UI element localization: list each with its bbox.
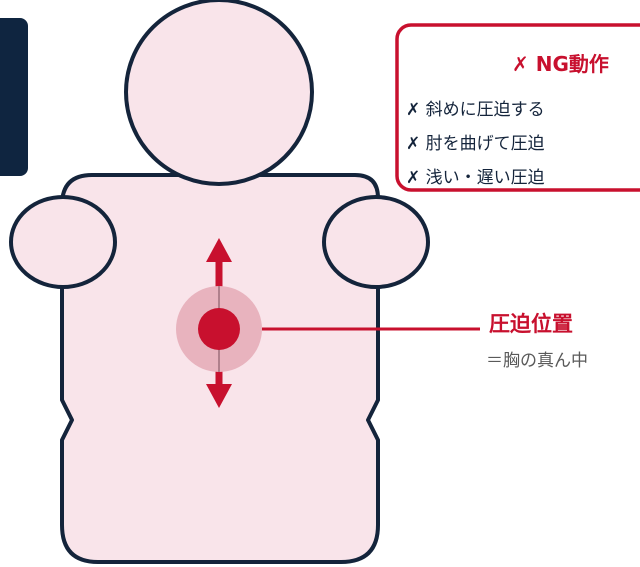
compression-label: 圧迫位置 <box>489 312 573 336</box>
head <box>124 0 314 186</box>
ng-item: ✗ 斜めに圧迫する <box>406 100 545 120</box>
left-shoulder <box>9 195 117 289</box>
compression-point <box>198 308 240 350</box>
ng-box-title: ✗ NG動作 <box>512 52 609 76</box>
sidebar-tab <box>0 18 28 176</box>
ng-box <box>395 23 640 192</box>
ng-item: ✗ 浅い・遅い圧迫 <box>406 168 545 188</box>
ng-item: ✗ 肘を曲げて圧迫 <box>406 134 545 154</box>
compression-sublabel: ＝胸の真ん中 <box>486 351 588 371</box>
right-shoulder <box>322 195 430 289</box>
